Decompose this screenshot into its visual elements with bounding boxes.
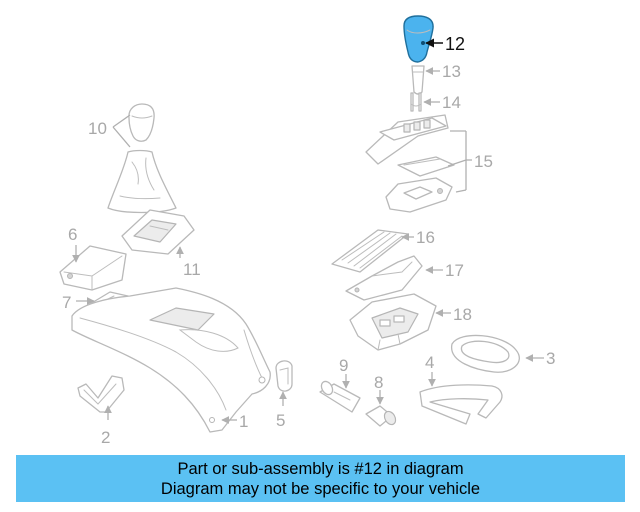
part-5-clip — [275, 360, 293, 392]
knob-seam — [406, 29, 431, 34]
knob-button — [421, 41, 425, 45]
callout-8[interactable]: 8 — [374, 373, 383, 392]
callout-10[interactable]: 10 — [88, 119, 107, 138]
banner-line-part-number: Part or sub-assembly is #12 in diagram — [177, 460, 464, 478]
callout-18[interactable]: 18 — [453, 305, 472, 324]
part-15-indicator-assembly — [365, 114, 455, 213]
part-6-storage-box — [59, 245, 127, 291]
callout-14[interactable]: 14 — [442, 93, 461, 112]
part-18-shifter-base — [349, 293, 437, 351]
callout-12[interactable]: 12 — [445, 34, 465, 54]
part-14-clip — [410, 92, 422, 112]
banner-line-disclaimer: Diagram may not be specific to your vehi… — [160, 480, 481, 498]
part-4-bracket-bar — [419, 384, 503, 425]
info-banner: Part or sub-assembly is #12 in diagram D… — [16, 455, 625, 502]
callout-3[interactable]: 3 — [546, 349, 555, 368]
part-11-tray — [121, 209, 195, 255]
part-1-center-console — [71, 287, 271, 433]
part-9-lighter — [319, 380, 361, 413]
callout-16[interactable]: 16 — [416, 228, 435, 247]
leader-10 — [112, 114, 131, 148]
callout-17[interactable]: 17 — [445, 261, 464, 280]
shift-knob-shape — [403, 15, 434, 63]
callout-9[interactable]: 9 — [339, 356, 348, 375]
part-13-knob-insert — [411, 65, 425, 95]
part-12-shift-knob[interactable] — [403, 15, 434, 63]
callout-7[interactable]: 7 — [62, 293, 71, 312]
part-3-ring-trim — [451, 334, 520, 373]
part-10-knob-and-boot — [107, 103, 177, 214]
callout-11[interactable]: 11 — [183, 260, 201, 279]
callout-13[interactable]: 13 — [442, 62, 461, 81]
part-17-bracket — [345, 255, 423, 301]
leader-15 — [447, 130, 467, 193]
parts-diagram: 12 13 14 15 16 17 — [59, 15, 555, 447]
callout-4[interactable]: 4 — [425, 353, 434, 372]
callout-1[interactable]: 1 — [239, 412, 248, 431]
part-2-bracket — [77, 375, 125, 413]
part-8-socket — [365, 405, 397, 427]
callout-6[interactable]: 6 — [68, 225, 77, 244]
callout-2[interactable]: 2 — [101, 428, 110, 447]
callout-15[interactable]: 15 — [474, 152, 493, 171]
callout-5[interactable]: 5 — [276, 411, 285, 430]
